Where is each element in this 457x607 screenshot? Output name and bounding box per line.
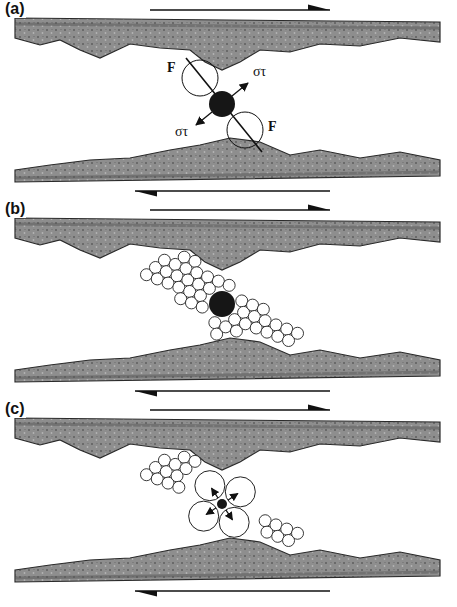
grain xyxy=(209,291,235,317)
panel-a xyxy=(15,10,440,191)
contact-circle xyxy=(227,112,263,148)
gouge-grain xyxy=(178,251,190,263)
gouge-grain xyxy=(292,527,304,539)
gouge-grain xyxy=(223,279,235,291)
force-label: F xyxy=(267,119,278,134)
gouge-grain xyxy=(202,271,214,283)
gouge-grain xyxy=(281,323,293,335)
gouge-grain xyxy=(178,451,190,463)
large-grain xyxy=(189,501,219,531)
gouge-grain xyxy=(189,255,201,267)
gouge-grain xyxy=(191,267,203,279)
gouge-grain xyxy=(270,319,282,331)
large-grain xyxy=(225,477,255,507)
force-line xyxy=(186,58,262,152)
grain xyxy=(217,499,227,509)
stress-label: στ xyxy=(252,64,267,79)
gouge-grain xyxy=(212,275,224,287)
panel-letter: (a) xyxy=(4,0,26,18)
gouge-grain xyxy=(257,303,269,315)
stress-arrow xyxy=(226,510,233,520)
gouge-grain xyxy=(173,481,185,493)
gouge-grain xyxy=(259,515,271,527)
stress-arrow xyxy=(228,494,238,501)
gouge-grain xyxy=(270,519,282,531)
panel-b xyxy=(15,210,440,391)
gouge-grain xyxy=(196,301,208,313)
panel-letter: (b) xyxy=(4,200,26,218)
gouge-grain xyxy=(209,317,221,329)
stress-arrow xyxy=(212,488,219,498)
panel-letter: (c) xyxy=(4,400,26,418)
gouge-grain xyxy=(158,254,170,266)
gouge-grain xyxy=(158,454,170,466)
stress-arrow xyxy=(206,508,216,515)
gouge-grain xyxy=(281,523,293,535)
large-grain xyxy=(219,507,249,537)
stress-label: στ xyxy=(174,124,189,139)
panel-c xyxy=(15,410,440,591)
force-label: F xyxy=(166,60,177,75)
gouge-grain xyxy=(247,299,259,311)
gouge-grain xyxy=(292,327,304,339)
large-grain xyxy=(195,471,225,501)
gouge-grain xyxy=(189,455,201,467)
stress-arrow xyxy=(232,83,248,96)
grain xyxy=(209,91,235,117)
gouge-grain xyxy=(236,295,248,307)
stress-arrow xyxy=(196,112,212,125)
gouge-grain xyxy=(259,315,271,327)
contact-circle xyxy=(182,60,218,96)
